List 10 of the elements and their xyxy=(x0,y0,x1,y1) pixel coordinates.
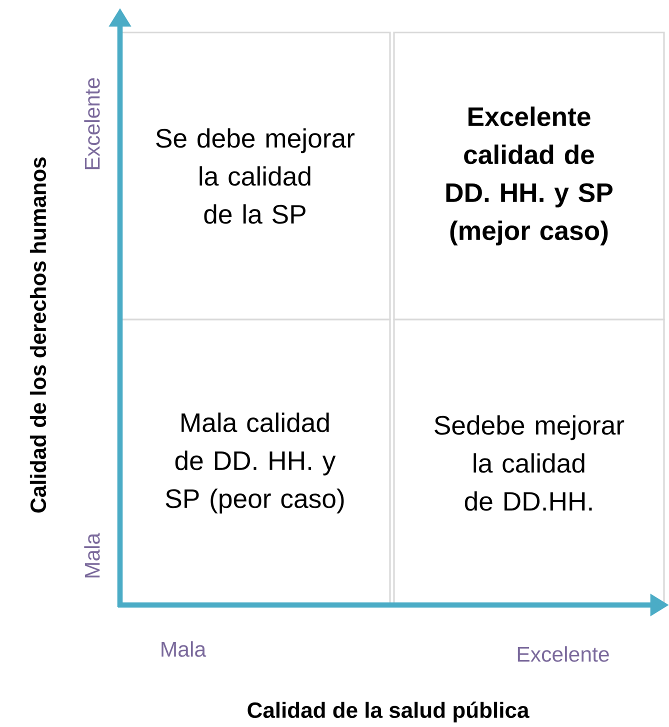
quadrant-cell: Excelente calidad de DD. HH. y SP (mejor caso) xyxy=(393,32,665,320)
axis-title: Calidad de la salud pública xyxy=(248,702,530,722)
axis-label: Mala xyxy=(162,641,206,657)
axis-label: Mala xyxy=(84,532,100,578)
quadrant-cell: Sedebe mejorar la calidad de DD.HH. xyxy=(393,318,665,608)
axis-label: Excelente xyxy=(518,646,609,662)
axis-title: Calidad de los derechos humanos xyxy=(30,157,46,513)
quadrant-cell: Mala calidad de DD. HH. y SP (peor caso) xyxy=(119,318,391,608)
axis-label: Excelente xyxy=(84,78,100,170)
quadrant-cell: Se debe mejorar la calidad de la SP xyxy=(119,32,391,320)
